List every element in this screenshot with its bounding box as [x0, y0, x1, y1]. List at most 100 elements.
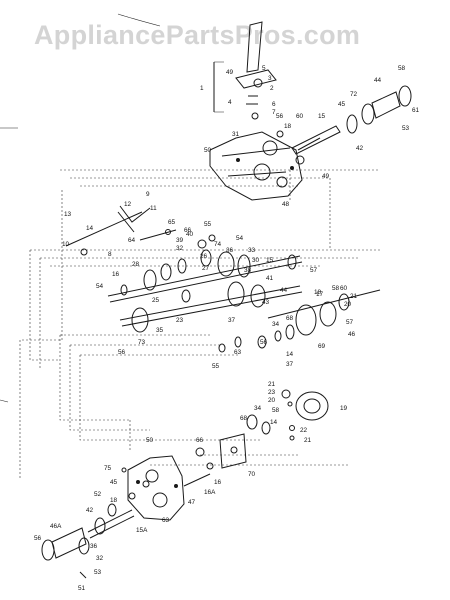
part-number-label: 53	[94, 569, 102, 576]
gear-shaft-assembly	[107, 249, 303, 333]
part-number-label: 73	[138, 339, 146, 346]
part-number-label: 55	[212, 363, 220, 370]
part-number-label: 57	[310, 267, 318, 274]
part-number-label: 72	[350, 91, 358, 98]
part-number-label: 6	[272, 101, 276, 108]
axle-shaft-assembly	[41, 467, 150, 579]
part-number-label: 60	[340, 285, 348, 292]
part-number-label: 37	[228, 317, 236, 324]
part-number-label: 63	[162, 517, 170, 524]
part-number-label: 36	[226, 247, 234, 254]
part-number-label: 74	[214, 241, 222, 248]
upper-case-half	[209, 130, 305, 201]
part-number-label: 63	[234, 349, 242, 356]
part-number-label: 9	[146, 191, 150, 198]
part-number-label: 23	[268, 389, 276, 396]
shift-lever-assembly	[213, 21, 277, 120]
part-number-label: 19	[340, 405, 348, 412]
part-number-label: 52	[94, 491, 102, 498]
part-number-label: 10	[62, 241, 70, 248]
part-number-label: 53	[402, 125, 410, 132]
part-number-label: 14	[286, 351, 294, 358]
bull-gear	[281, 389, 329, 441]
part-number-label: 15	[318, 113, 326, 120]
part-number-label: 42	[86, 507, 94, 514]
part-number-label: 55	[204, 221, 212, 228]
part-number-label: 15	[266, 257, 274, 264]
part-number-label: 43	[262, 299, 270, 306]
part-number-label: 44	[374, 77, 382, 84]
part-number-label: 28	[132, 261, 140, 268]
part-number-label: 23	[176, 317, 184, 324]
part-number-label: 54	[236, 235, 244, 242]
part-number-label: 56	[260, 339, 268, 346]
part-number-label: 18	[314, 289, 322, 296]
part-number-label: 58	[332, 285, 340, 292]
part-number-label: 49	[226, 69, 234, 76]
part-number-label: 69	[318, 343, 326, 350]
scan-mark	[0, 399, 9, 403]
part-number-label: 45	[110, 479, 118, 486]
part-number-label: 34	[272, 321, 280, 328]
part-number-label: 21	[268, 381, 276, 388]
part-number-label: 18	[110, 497, 118, 504]
part-number-label: 38	[244, 267, 252, 274]
part-number-label: 56	[118, 349, 126, 356]
part-number-label: 11	[150, 205, 157, 212]
part-number-label: 50	[146, 437, 154, 444]
part-number-label: 58	[272, 407, 280, 414]
part-number-label: 40	[186, 231, 194, 238]
callout-labels: 5 49 3 2 4 6 7 1 56 60 18 31 15 45 72 44…	[34, 65, 420, 592]
output-shaft-assembly	[291, 85, 412, 155]
part-number-label: 30	[252, 257, 260, 264]
part-number-label: 57	[346, 319, 354, 326]
part-number-label: 22	[300, 427, 308, 434]
part-number-label: 36	[90, 543, 98, 550]
part-number-label: 58	[398, 65, 406, 72]
part-number-label: 50	[204, 147, 212, 154]
part-number-label: 20	[268, 397, 276, 404]
part-number-label: 49	[322, 173, 330, 180]
part-number-label: 65	[168, 219, 176, 226]
part-number-label: 64	[128, 237, 136, 244]
part-number-label: 56	[276, 113, 284, 120]
part-number-label: 32	[96, 555, 104, 562]
part-number-label: 13	[64, 211, 72, 218]
part-number-label: 4	[228, 99, 232, 106]
part-number-label: 42	[356, 145, 364, 152]
part-number-label: 7	[272, 109, 276, 116]
part-number-label: 16A	[204, 489, 216, 496]
part-number-label: 2	[270, 85, 274, 92]
shift-fork-assembly	[65, 205, 216, 256]
part-number-label: 66	[196, 437, 204, 444]
assembly-guide-lines	[19, 169, 380, 480]
part-number-label: 34	[254, 405, 262, 412]
part-number-label: 56	[34, 535, 42, 542]
part-number-label: 5	[262, 65, 266, 72]
part-number-label: 17	[316, 291, 324, 298]
part-number-label: 18	[284, 123, 292, 130]
part-number-label: 1	[200, 85, 204, 92]
lower-spacer-parts	[195, 414, 271, 470]
part-number-label: 8	[108, 251, 112, 258]
part-number-label: 68	[240, 415, 248, 422]
part-number-label: 70	[248, 471, 256, 478]
part-number-label: 32	[176, 245, 184, 252]
part-number-label: 60	[296, 113, 304, 120]
part-number-label: 14	[86, 225, 94, 232]
part-number-label: 47	[188, 499, 196, 506]
part-number-label: 46A	[50, 523, 62, 530]
part-number-label: 12	[124, 201, 132, 208]
part-number-label: 68	[286, 315, 294, 322]
part-number-label: 31	[232, 131, 240, 138]
part-number-label: 61	[412, 107, 420, 114]
part-number-label: 21	[350, 293, 358, 300]
part-number-label: 39	[176, 237, 184, 244]
differential-gear-assembly	[218, 289, 381, 353]
part-number-label: 48	[282, 201, 290, 208]
part-number-label: 41	[266, 275, 274, 282]
part-number-label: 27	[202, 265, 210, 272]
part-number-label: 14	[270, 419, 278, 426]
part-number-label: 46	[348, 331, 356, 338]
